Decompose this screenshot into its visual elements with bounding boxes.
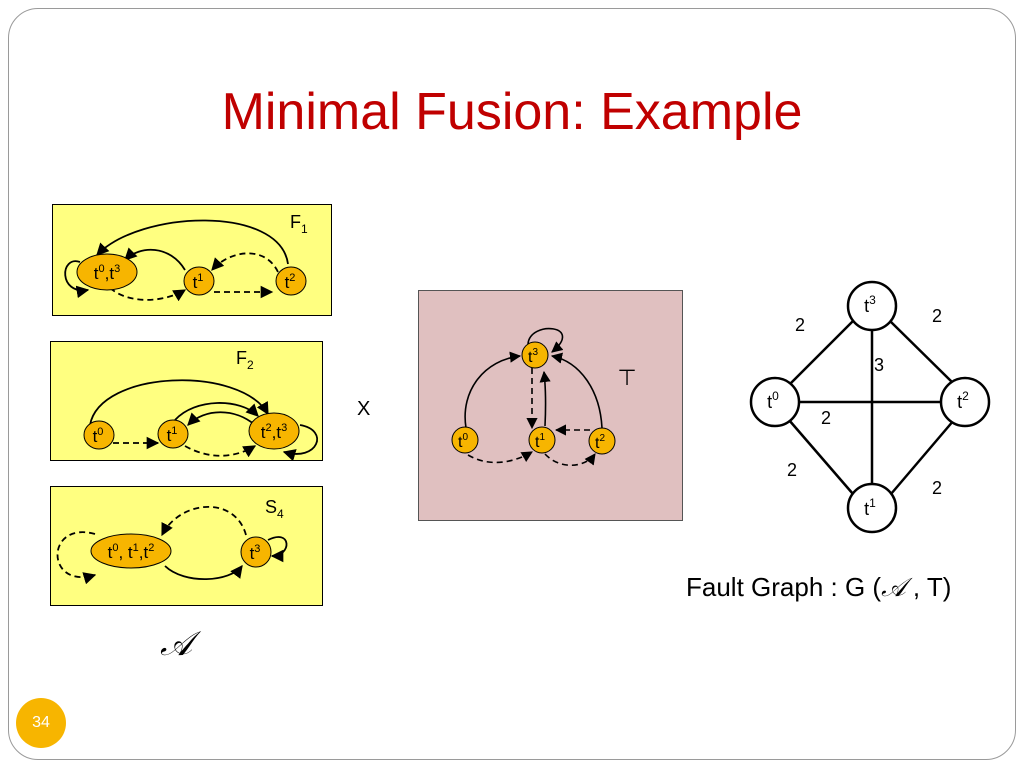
s4-node-t3-label: t3 (250, 543, 261, 563)
t-edge-t1-t3 (539, 370, 551, 427)
fg-edge-t1-t2 (890, 419, 955, 495)
fg-node-t1-label: t1 (864, 496, 876, 519)
s4-edges (56, 505, 288, 585)
fg-edge-t0-t3 (789, 320, 854, 385)
s4-panel-label: S4 (265, 497, 284, 521)
fault-caption-symbol: 𝒜 (881, 573, 906, 603)
f1-edge-t2-t1 (211, 252, 279, 273)
fg-node-t3-label: t3 (864, 293, 876, 316)
f2-node-t0-label: t0 (93, 426, 104, 446)
fg-edge-t0-t1 (788, 419, 854, 495)
t-edge-t0-t1 (467, 451, 533, 464)
fg-weight-t1-t2: 2 (932, 478, 942, 498)
fault-graph-caption: Fault Graph : G (𝒜 , T) (686, 572, 951, 604)
fault-graph-labels: t3 t0 t2 t1 2 2 3 2 2 2 (767, 293, 969, 519)
t-nodes (451, 341, 616, 455)
fg-weight-t0-t3: 2 (795, 315, 805, 335)
fg-weight-t0-t2: 2 (821, 408, 831, 428)
s4-t3-self-loop (267, 536, 288, 563)
fg-weight-t3-t1: 3 (874, 355, 884, 375)
f1-edge-t1-t03 (124, 247, 186, 271)
fg-node-t3 (846, 280, 898, 332)
f1-panel-label: F1 (290, 212, 308, 236)
f2-node-t23-label: t2,t3 (261, 422, 287, 442)
s4-self-loop (56, 531, 97, 585)
fg-edge-t3-t2 (889, 320, 955, 385)
f1-node-t03 (76, 253, 138, 291)
f2-edges (89, 379, 318, 462)
f1-labels: t0,t3 t1 t2 F1 (94, 212, 308, 292)
f1-edge-t2-t03 (96, 219, 289, 265)
t-node-t2 (588, 427, 616, 455)
s4-labels: t0, t1,t2 t3 S4 (108, 497, 284, 563)
t-node-t0-label: t0 (458, 432, 468, 451)
t-node-t0 (451, 426, 479, 454)
fg-weight-t0-t1: 2 (787, 460, 797, 480)
t-edge-t2-t3 (550, 352, 603, 429)
f2-node-t0 (83, 420, 115, 450)
f1-node-t03-label: t0,t3 (94, 263, 120, 283)
f2-edge-t1-t23b (184, 445, 257, 458)
s4-node-t012 (90, 533, 172, 569)
s4-edge-t012-t3 (164, 564, 243, 581)
f2-panel-label: F2 (236, 348, 254, 372)
t-edges (464, 327, 603, 466)
fg-node-t1 (846, 482, 898, 534)
f1-edges (64, 219, 289, 302)
fault-graph-edges (788, 320, 955, 495)
t-edge-t1-t2 (544, 453, 596, 466)
f1-nodes (76, 253, 307, 296)
f1-edge-t03-t1 (109, 287, 187, 302)
s4-node-t012-label: t0, t1,t2 (108, 542, 155, 562)
slide-title: Minimal Fusion: Example (221, 83, 803, 141)
f2-node-t1-label: t1 (167, 425, 178, 445)
fg-node-t0 (749, 376, 801, 428)
t-node-t2-label: t2 (595, 433, 605, 452)
fg-node-t2-label: t2 (957, 389, 969, 412)
t-edge-t0-t3 (464, 351, 522, 429)
f1-node-t1 (183, 266, 215, 296)
page-number-badge: 34 (16, 698, 66, 748)
s4-nodes (90, 533, 272, 569)
fault-caption-suffix: , T) (905, 572, 952, 602)
f2-self-loop (282, 424, 318, 462)
f1-node-t2 (275, 266, 307, 296)
f1-self-loop (64, 260, 90, 299)
s4-node-t3 (240, 536, 272, 568)
f1-node-t2-label: t2 (285, 272, 296, 292)
f2-node-t23 (248, 412, 300, 450)
f2-nodes (83, 412, 300, 450)
s4-edge-t3-t012 (161, 505, 247, 537)
fg-node-t0-label: t0 (767, 389, 779, 412)
t-labels: t3 t0 t1 t2 ⊤ (458, 347, 637, 452)
fault-caption-prefix: Fault Graph : G ( (686, 572, 882, 602)
f1-node-t1-label: t1 (193, 272, 204, 292)
f2-edge-t1-t23a (174, 402, 259, 421)
product-symbol: X (357, 398, 371, 420)
f2-edge-t23-t1 (187, 411, 256, 426)
f2-edge-t0-t23 (89, 379, 269, 426)
f2-labels: t0 t1 t2,t3 F2 (93, 348, 288, 446)
t-t3-self-loop (527, 327, 564, 353)
fg-node-t2 (939, 376, 991, 428)
set-a-symbol: 𝒜 (160, 624, 193, 664)
t-node-t3-label: t3 (528, 347, 538, 366)
t-panel-label: ⊤ (617, 365, 636, 390)
fault-graph-nodes (749, 280, 991, 534)
fg-weight-t3-t2: 2 (932, 306, 942, 326)
t-node-t3 (521, 341, 549, 369)
t-node-t1-label: t1 (535, 432, 545, 451)
f2-node-t1 (157, 419, 189, 449)
t-node-t1 (528, 426, 556, 454)
